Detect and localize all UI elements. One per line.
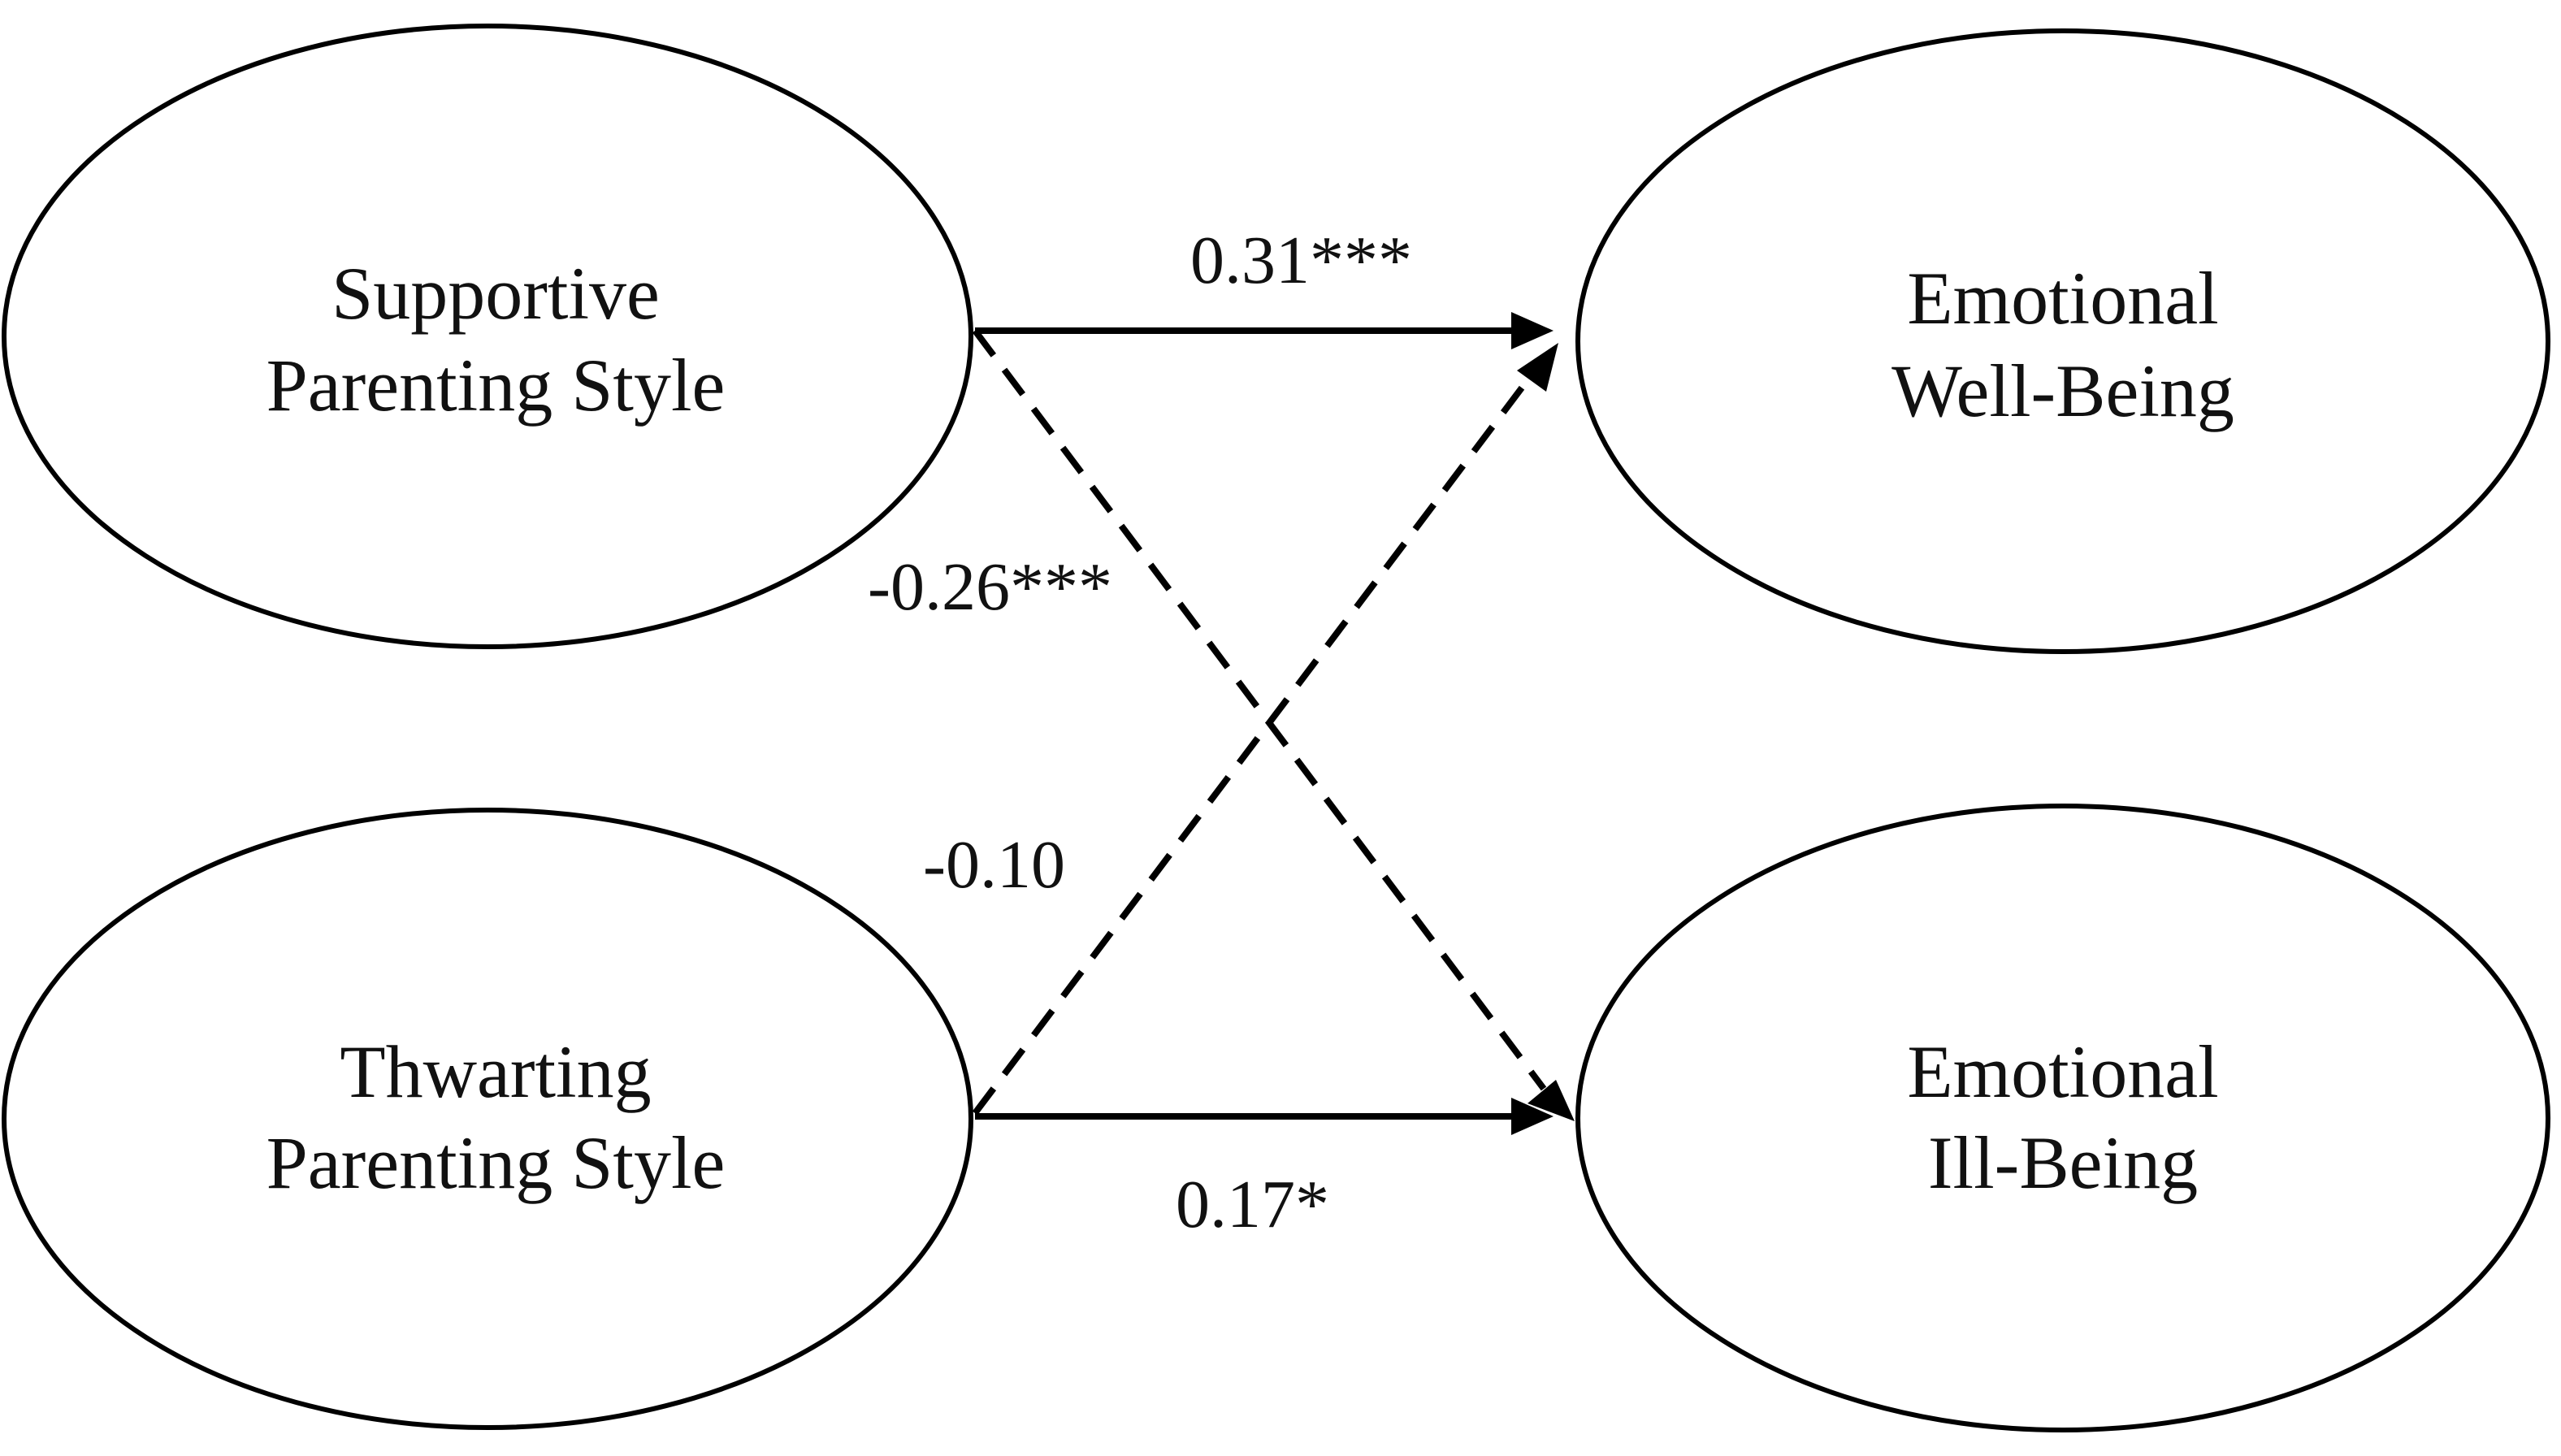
- edge-label-supportive-to-wellbeing: 0.31***: [1190, 223, 1412, 298]
- edge-label-thwarting-to-wellbeing: -0.10: [923, 827, 1065, 903]
- node-label-line1: Emotional: [1907, 257, 2218, 340]
- node-thwarting-parenting-style: Thwarting Parenting Style: [2, 808, 973, 1430]
- node-emotional-well-being: Emotional Well-Being: [1575, 28, 2550, 654]
- node-emotional-ill-being: Emotional Ill-Being: [1575, 804, 2550, 1432]
- node-label-line2: Well-Being: [1892, 349, 2234, 432]
- node-label-line2: Parenting Style: [266, 1121, 726, 1204]
- node-label-line2: Parenting Style: [266, 344, 726, 427]
- edge-label-thwarting-to-illbeing: 0.17*: [1176, 1167, 1329, 1242]
- edge-label-supportive-to-illbeing: -0.26***: [868, 549, 1112, 625]
- arrowhead-icon: [1528, 1080, 1575, 1121]
- edge-thwarting-to-wellbeing: [972, 378, 1531, 1116]
- edge-supportive-to-illbeing: [972, 328, 1547, 1091]
- arrowhead-icon: [1517, 343, 1558, 392]
- arrowhead-icon: [1511, 312, 1554, 349]
- node-label-line1: Supportive: [332, 252, 660, 335]
- node-label-line2: Ill-Being: [1928, 1121, 2198, 1204]
- node-label-line1: Emotional: [1907, 1030, 2218, 1113]
- arrowhead-icon: [1511, 1098, 1554, 1135]
- node-supportive-parenting-style: Supportive Parenting Style: [2, 24, 973, 649]
- node-label-line1: Thwarting: [340, 1030, 651, 1113]
